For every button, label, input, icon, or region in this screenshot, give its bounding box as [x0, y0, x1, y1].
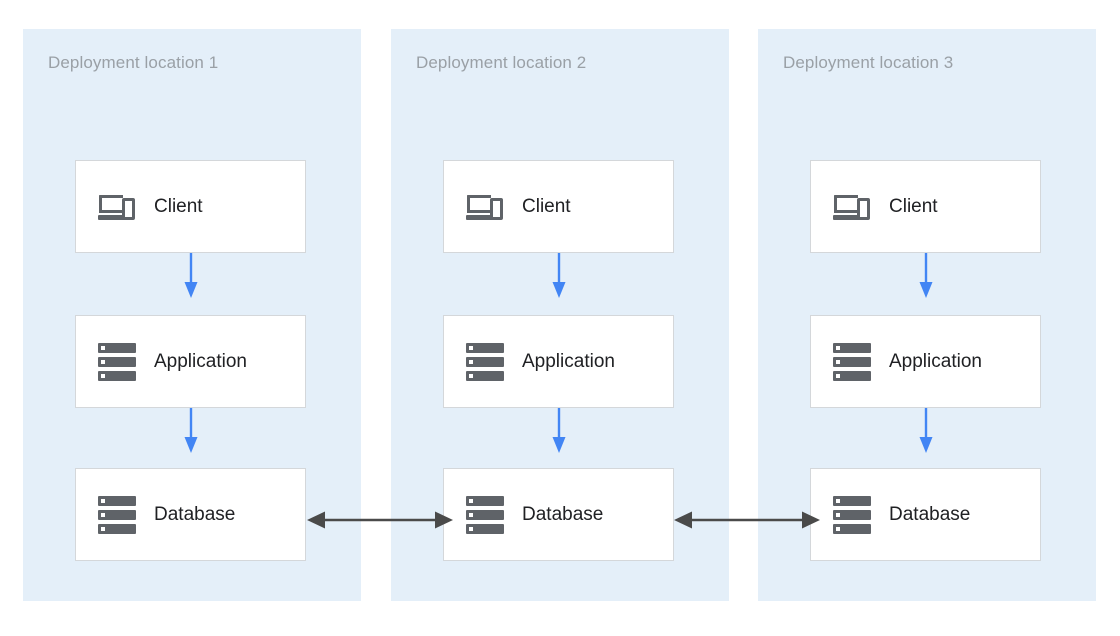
node-application-1[interactable]: Application — [75, 315, 306, 408]
arrow-database-1-to-database-2 — [307, 511, 453, 529]
server-rack-icon — [466, 342, 504, 381]
zone-title-3: Deployment location 3 — [783, 53, 954, 72]
deployment-zone-2: Deployment location 2 Client Application — [391, 29, 729, 601]
node-database-3[interactable]: Database — [810, 468, 1041, 561]
client-devices-icon — [833, 188, 871, 226]
laptop-screen-shape — [467, 194, 491, 213]
rack-bar — [833, 495, 871, 506]
node-application-2[interactable]: Application — [443, 315, 674, 408]
laptop-base-shape — [466, 214, 494, 220]
rack-bar — [466, 356, 504, 367]
node-label-client-2: Client — [522, 195, 571, 217]
laptop-base-shape — [98, 214, 126, 220]
node-application-3[interactable]: Application — [810, 315, 1041, 408]
server-rack-icon — [466, 495, 504, 534]
arrow-database-2-to-database-3 — [674, 511, 820, 529]
deployment-zone-1: Deployment location 1 Client Application — [23, 29, 361, 601]
rack-bar — [98, 509, 136, 520]
zone-title-2: Deployment location 2 — [416, 53, 587, 72]
zone-title-1: Deployment location 1 — [48, 53, 219, 72]
rack-bar — [98, 370, 136, 381]
rack-bar — [466, 509, 504, 520]
rack-bar — [98, 356, 136, 367]
rack-bar — [833, 356, 871, 367]
client-devices-icon — [466, 188, 504, 226]
arrow-client-to-application-3 — [919, 253, 933, 298]
rack-bar — [833, 370, 871, 381]
node-label-database-2: Database — [522, 503, 604, 525]
node-label-database-1: Database — [154, 503, 236, 525]
node-client-2[interactable]: Client — [443, 160, 674, 253]
deployment-zone-3: Deployment location 3 Client Application — [758, 29, 1096, 601]
rack-bar — [98, 342, 136, 353]
arrow-client-to-application-1 — [184, 253, 198, 298]
arrow-application-to-database-2 — [552, 408, 566, 453]
node-database-1[interactable]: Database — [75, 468, 306, 561]
rack-bar — [466, 342, 504, 353]
arrow-client-to-application-2 — [552, 253, 566, 298]
laptop-screen-shape — [834, 194, 858, 213]
rack-bar — [98, 495, 136, 506]
laptop-base-shape — [833, 214, 861, 220]
phone-shape — [122, 197, 135, 220]
node-label-client-3: Client — [889, 195, 938, 217]
node-label-application-2: Application — [522, 350, 615, 372]
rack-bar — [833, 523, 871, 534]
client-devices-icon — [98, 188, 136, 226]
rack-bar — [98, 523, 136, 534]
phone-shape — [857, 197, 870, 220]
node-client-3[interactable]: Client — [810, 160, 1041, 253]
rack-bar — [833, 342, 871, 353]
arrow-application-to-database-1 — [184, 408, 198, 453]
rack-bar — [466, 523, 504, 534]
node-client-1[interactable]: Client — [75, 160, 306, 253]
node-label-application-1: Application — [154, 350, 247, 372]
rack-bar — [466, 495, 504, 506]
node-database-2[interactable]: Database — [443, 468, 674, 561]
server-rack-icon — [98, 342, 136, 381]
server-rack-icon — [98, 495, 136, 534]
rack-bar — [466, 370, 504, 381]
node-label-application-3: Application — [889, 350, 982, 372]
node-label-client-1: Client — [154, 195, 203, 217]
laptop-screen-shape — [99, 194, 123, 213]
server-rack-icon — [833, 495, 871, 534]
server-rack-icon — [833, 342, 871, 381]
node-label-database-3: Database — [889, 503, 971, 525]
arrow-application-to-database-3 — [919, 408, 933, 453]
phone-shape — [490, 197, 503, 220]
rack-bar — [833, 509, 871, 520]
